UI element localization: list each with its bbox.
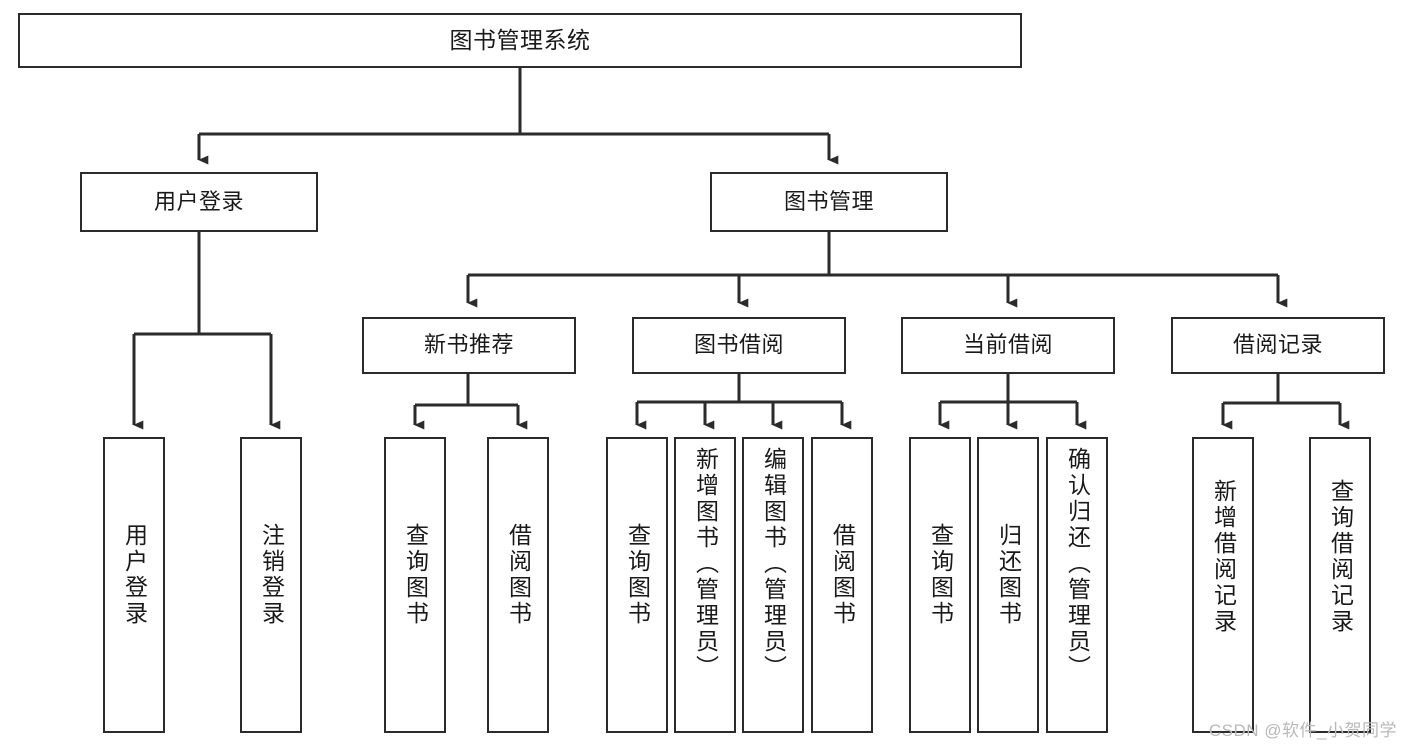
- csdn-watermark: CSDN @软件_小贺同学: [1208, 721, 1397, 740]
- node-leaf-query-book-1[interactable]: 查询图书: [384, 437, 446, 733]
- node-new-book-recommend-label: 新书推荐: [423, 332, 514, 358]
- node-root[interactable]: 图书管理系统: [18, 13, 1022, 68]
- node-leaf-query-book-3-label: 查询图书: [927, 523, 954, 627]
- node-new-book-recommend[interactable]: 新书推荐: [362, 317, 576, 374]
- node-leaf-edit-book-label: 编辑图书（管理员）: [760, 447, 787, 681]
- node-leaf-add-book[interactable]: 新增图书（管理员）: [674, 437, 736, 733]
- node-leaf-add-record[interactable]: 新增借阅记录: [1192, 437, 1254, 733]
- node-leaf-confirm-return-label: 确认归还（管理员）: [1064, 447, 1091, 681]
- node-leaf-query-book-2[interactable]: 查询图书: [606, 437, 668, 733]
- node-leaf-return-book-label: 归还图书: [995, 523, 1022, 627]
- node-leaf-borrow-book-2[interactable]: 借阅图书: [811, 437, 873, 733]
- node-current-borrow-label: 当前借阅: [962, 332, 1053, 358]
- node-book-management[interactable]: 图书管理: [710, 172, 948, 232]
- node-leaf-borrow-book-2-label: 借阅图书: [829, 523, 856, 627]
- node-book-borrow-label: 图书借阅: [693, 332, 784, 358]
- node-leaf-user-login-label: 用户登录: [121, 523, 148, 627]
- node-leaf-edit-book[interactable]: 编辑图书（管理员）: [742, 437, 804, 733]
- node-leaf-return-book[interactable]: 归还图书: [977, 437, 1039, 733]
- node-user-login-label: 用户登录: [153, 188, 244, 214]
- node-leaf-user-logout[interactable]: 注销登录: [240, 437, 302, 733]
- node-user-login[interactable]: 用户登录: [80, 172, 318, 232]
- node-leaf-query-record[interactable]: 查询借阅记录: [1309, 437, 1371, 733]
- node-leaf-user-logout-label: 注销登录: [258, 523, 285, 627]
- node-leaf-borrow-book-1[interactable]: 借阅图书: [487, 437, 549, 733]
- node-leaf-confirm-return[interactable]: 确认归还（管理员）: [1046, 437, 1108, 733]
- node-leaf-query-book-2-label: 查询图书: [624, 523, 651, 627]
- node-book-borrow[interactable]: 图书借阅: [632, 317, 846, 374]
- node-leaf-query-record-label: 查询借阅记录: [1327, 479, 1354, 635]
- node-leaf-borrow-book-1-label: 借阅图书: [505, 523, 532, 627]
- node-root-label: 图书管理系统: [449, 26, 591, 53]
- node-leaf-query-book-3[interactable]: 查询图书: [909, 437, 971, 733]
- node-current-borrow[interactable]: 当前借阅: [901, 317, 1115, 374]
- node-leaf-add-book-label: 新增图书（管理员）: [692, 447, 719, 681]
- node-leaf-query-book-1-label: 查询图书: [402, 523, 429, 627]
- node-book-management-label: 图书管理: [783, 188, 874, 214]
- node-borrow-record-label: 借阅记录: [1232, 332, 1323, 358]
- node-borrow-record[interactable]: 借阅记录: [1171, 317, 1385, 374]
- node-leaf-user-login[interactable]: 用户登录: [103, 437, 165, 733]
- node-leaf-add-record-label: 新增借阅记录: [1210, 479, 1237, 635]
